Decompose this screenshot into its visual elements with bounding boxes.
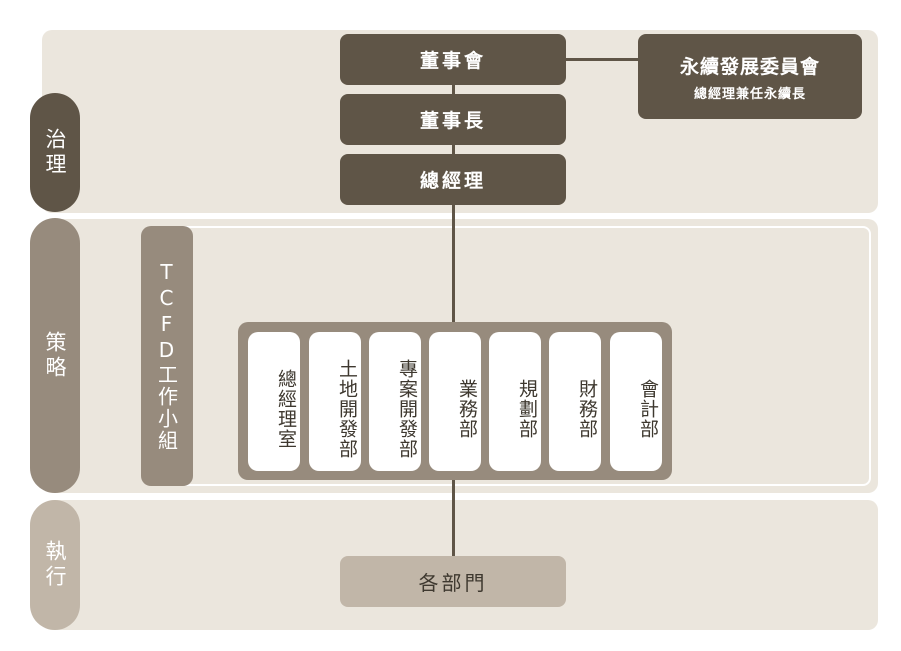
section-label-strategy: 策略 bbox=[30, 218, 80, 493]
sustainability-committee-box: 永續發展委員會 總經理兼任永續長 bbox=[638, 34, 862, 119]
dept-project-development: 專案開發部 bbox=[369, 332, 421, 471]
section-label-governance: 治理 bbox=[30, 93, 80, 212]
dept-finance: 財務部 bbox=[549, 332, 601, 471]
general-manager-box: 總經理 bbox=[340, 154, 566, 205]
chairman-box: 董事長 bbox=[340, 94, 566, 145]
dept-planning: 規劃部 bbox=[489, 332, 541, 471]
board-box: 董事會 bbox=[340, 34, 566, 85]
section-label-execution: 執行 bbox=[30, 500, 80, 630]
dept-accounting: 會計部 bbox=[610, 332, 662, 471]
tcfd-task-force-box: TCFD工作小組 bbox=[141, 226, 193, 486]
dept-sales: 業務部 bbox=[429, 332, 481, 471]
dept-land-development: 土地開發部 bbox=[309, 332, 361, 471]
all-departments-box: 各部門 bbox=[340, 556, 566, 607]
committee-title: 永續發展委員會 bbox=[679, 55, 820, 78]
dept-gm-office: 總經理室 bbox=[248, 332, 300, 471]
committee-note: 總經理兼任永續長 bbox=[693, 86, 806, 102]
committee-connector bbox=[566, 58, 638, 61]
